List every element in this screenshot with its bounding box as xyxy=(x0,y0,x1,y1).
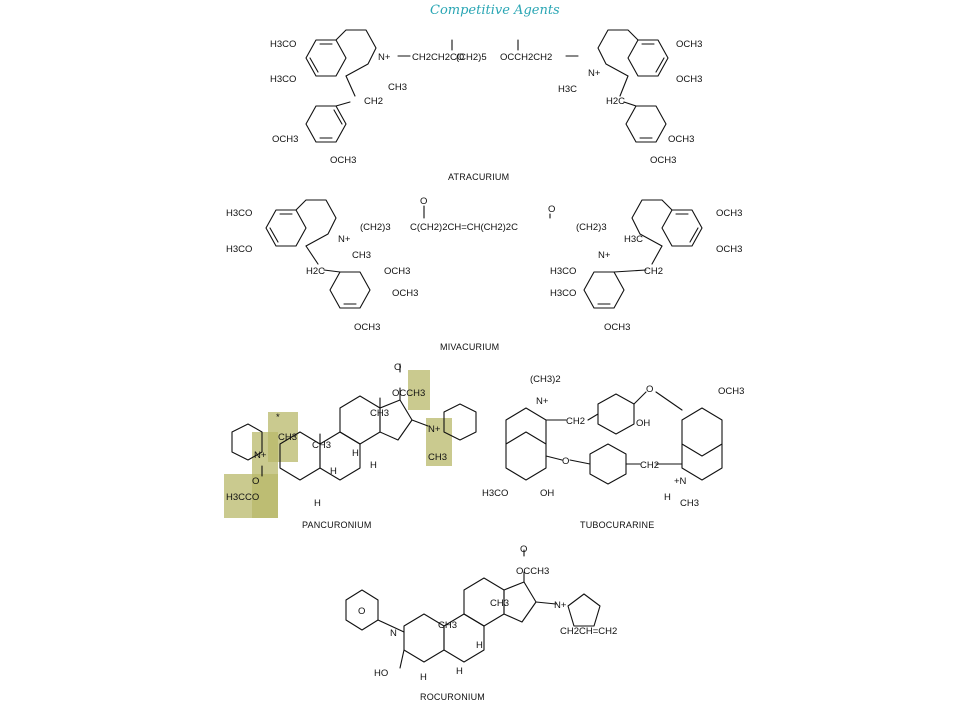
tubocurarine-name: TUBOCURARINE xyxy=(580,520,654,530)
pancuronium-label: CH3 xyxy=(278,432,297,443)
rocuronium-label: CH2CH=CH2 xyxy=(560,626,617,637)
mivacurium-label: H3CO xyxy=(550,288,576,299)
rocuronium-label: N xyxy=(390,628,397,639)
tubocurarine-label: N+ xyxy=(536,396,549,407)
atracurium-label: N+ xyxy=(378,52,391,63)
mivacurium-label: (CH2)3 xyxy=(360,222,391,233)
tubocurarine-label: O xyxy=(646,384,653,395)
atracurium-label: OCH3 xyxy=(676,39,702,50)
atracurium-label: OCH3 xyxy=(668,134,694,145)
rocuronium-label: CH3 xyxy=(490,598,509,609)
tubocurarine-label: H3CO xyxy=(482,488,508,499)
atracurium-label: CH3 xyxy=(388,82,407,93)
mivacurium-label: H3CO xyxy=(226,208,252,219)
tubocurarine-label: OCH3 xyxy=(718,386,744,397)
pancuronium-name: PANCURONIUM xyxy=(302,520,372,530)
atracurium-label: H3CO xyxy=(270,39,296,50)
atracurium-label: OCH3 xyxy=(330,155,356,166)
pancuronium-label: N+ xyxy=(428,424,441,435)
mivacurium-label: OCH3 xyxy=(384,266,410,277)
atracurium-structure: H3CO H3CO OCH3 OCH3 N+ CH3 CH2 CH2CH2CO … xyxy=(270,29,702,182)
mivacurium-label: O xyxy=(548,204,555,215)
atracurium-label: OCCH2CH2 xyxy=(500,52,552,63)
mivacurium-label: CH2 xyxy=(644,266,663,277)
atracurium-label: OCH3 xyxy=(676,74,702,85)
tubocurarine-label: CH2 xyxy=(566,416,585,427)
atracurium-name: ATRACURIUM xyxy=(448,172,509,182)
mivacurium-label: (CH2)3 xyxy=(576,222,607,233)
rocuronium-label: O xyxy=(358,606,365,617)
mivacurium-label: C(CH2)2CH=CH(CH2)2C xyxy=(410,222,518,233)
pancuronium-label: OCCH3 xyxy=(392,388,425,399)
mivacurium-label: OCH3 xyxy=(354,322,380,333)
pancuronium-label: CH3 xyxy=(370,408,389,419)
highlight-box xyxy=(408,370,430,410)
mivacurium-label: OCH3 xyxy=(716,244,742,255)
mivacurium-label: OCH3 xyxy=(604,322,630,333)
tubocurarine-label: OH xyxy=(636,418,650,429)
rocuronium-label: O xyxy=(520,544,527,555)
tubocurarine-label: CH2 xyxy=(640,460,659,471)
rocuronium-name: ROCURONIUM xyxy=(420,692,485,702)
rocuronium-label: HO xyxy=(374,668,388,679)
pancuronium-label: H xyxy=(314,498,321,509)
mivacurium-label: H2C xyxy=(306,266,325,277)
pancuronium-label: * xyxy=(276,412,280,423)
rocuronium-label: H xyxy=(476,640,483,651)
rocuronium-label: N+ xyxy=(554,600,567,611)
mivacurium-structure: H3CO H3CO OCH3 OCH3 OCH3 N+ CH3 H2C (CH2… xyxy=(226,196,742,352)
mivacurium-label: OCH3 xyxy=(716,208,742,219)
mivacurium-label: CH3 xyxy=(352,250,371,261)
tubocurarine-label: OH xyxy=(540,488,554,499)
mivacurium-label: O xyxy=(420,196,427,207)
rocuronium-label: OCCH3 xyxy=(516,566,549,577)
tubocurarine-label: CH3 xyxy=(680,498,699,509)
pancuronium-structure: O OCCH3 CH3 N+ CH3 * CH3 N+ CH3 H H H H … xyxy=(224,362,477,530)
rocuronium-label: H xyxy=(456,666,463,677)
pancuronium-label: H xyxy=(370,460,377,471)
pancuronium-label: O xyxy=(394,362,401,373)
pancuronium-label: CH3 xyxy=(312,440,331,451)
rocuronium-label: CH3 xyxy=(438,620,457,631)
tubocurarine-label: +N xyxy=(674,476,687,487)
highlight-box xyxy=(224,474,278,518)
pancuronium-label: CH3 xyxy=(428,452,447,463)
tubocurarine-label: O xyxy=(562,456,569,467)
rocuronium-structure: O OCCH3 O N CH3 N+ CH3 H H CH2CH=CH2 HO … xyxy=(345,544,617,702)
mivacurium-label: OCH3 xyxy=(392,288,418,299)
atracurium-label: OCH3 xyxy=(272,134,298,145)
pancuronium-label: O xyxy=(252,476,259,487)
mivacurium-label: N+ xyxy=(338,234,351,245)
mivacurium-label: H3CO xyxy=(550,266,576,277)
diagram-title: Competitive Agents xyxy=(430,3,560,18)
atracurium-label: CH2 xyxy=(364,96,383,107)
atracurium-label: OCH3 xyxy=(650,155,676,166)
pancuronium-label: H xyxy=(330,466,337,477)
tubocurarine-label: H xyxy=(664,492,671,503)
pancuronium-label: H3CCO xyxy=(226,492,259,503)
atracurium-label: H3C xyxy=(558,84,577,95)
mivacurium-label: H3CO xyxy=(226,244,252,255)
mivacurium-label: H3C xyxy=(624,234,643,245)
rocuronium-label: H xyxy=(420,672,427,683)
mivacurium-name: MIVACURIUM xyxy=(440,342,499,352)
pancuronium-label: H xyxy=(352,448,359,459)
atracurium-label: (CH2)5 xyxy=(456,52,487,63)
tubocurarine-label: (CH3)2 xyxy=(530,374,561,385)
tubocurarine-structure: (CH3)2 N+ CH2 O OH OCH3 O CH2 OH H3CO +N… xyxy=(482,374,744,530)
atracurium-label: CH2CH2CO xyxy=(412,52,464,63)
atracurium-label: H2C xyxy=(606,96,625,107)
pancuronium-label: N+ xyxy=(254,450,267,461)
atracurium-label: N+ xyxy=(588,68,601,79)
highlight-box xyxy=(426,418,452,466)
mivacurium-label: N+ xyxy=(598,250,611,261)
atracurium-label: H3CO xyxy=(270,74,296,85)
